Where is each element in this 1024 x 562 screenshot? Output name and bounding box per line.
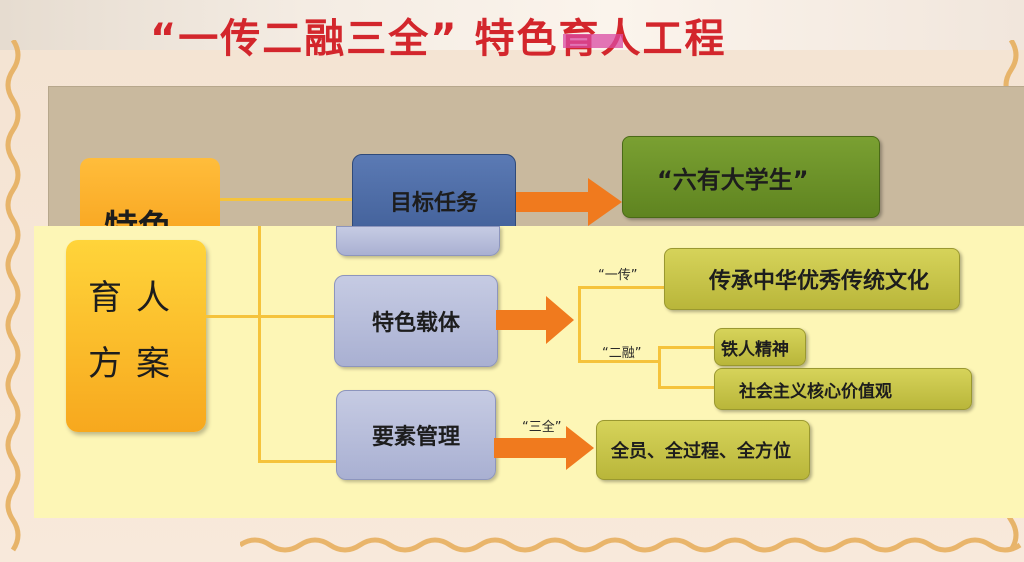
result-goal-label: “六有大学生”	[657, 165, 809, 194]
connector-goal	[220, 198, 352, 201]
main-block-line-2: 方案	[88, 344, 184, 384]
tag-rong: “二融”	[602, 346, 642, 361]
result-quan: 全员、全过程、全方位	[596, 420, 810, 480]
bottom-wave-icon	[240, 537, 1022, 553]
left-decorative-border	[0, 40, 26, 560]
category-goal-label: 目标任务	[389, 191, 478, 216]
category-carrier: 特色载体	[334, 275, 498, 367]
result-chuan: 传承中华优秀传统文化	[664, 248, 960, 310]
arrow-right-icon	[516, 178, 622, 226]
title-stamp-mark	[563, 34, 623, 48]
tag-chuan: “一传”	[598, 268, 638, 283]
main-connector	[206, 315, 258, 318]
result-rong-2-label: 社会主义核心价值观	[739, 381, 892, 402]
top-banner-band	[0, 0, 1024, 50]
page-title: “一传二融三全” 特色育人工程	[150, 16, 727, 62]
result-chuan-label: 传承中华优秀传统文化	[709, 269, 930, 294]
connector-carrier	[258, 315, 336, 318]
main-block	[66, 240, 206, 432]
result-quan-label: 全员、全过程、全方位	[611, 441, 791, 462]
category-carrier-label: 特色载体	[371, 311, 460, 336]
connector-management	[258, 460, 336, 463]
result-rong-2: 社会主义核心价值观	[714, 368, 972, 410]
category-management-label: 要素管理	[371, 425, 460, 450]
category-management: 要素管理	[336, 390, 496, 480]
connector-rong	[578, 360, 658, 363]
arrow-right-icon	[496, 296, 574, 344]
connector-rong-2	[658, 386, 714, 389]
main-block-line-1: 育人	[88, 278, 184, 318]
arrow-right-icon	[494, 426, 594, 470]
left-wave-icon	[5, 40, 21, 552]
trunk-connector	[258, 226, 261, 462]
connector-rong-1	[658, 346, 714, 349]
result-rong-1: 铁人精神	[714, 328, 806, 366]
rong-branch-connector	[658, 346, 661, 388]
tag-quan: “三全”	[522, 420, 562, 435]
connector-chuan	[578, 286, 664, 289]
result-rong-1-label: 铁人精神	[721, 339, 789, 360]
category-goal-lower-edge	[336, 226, 500, 256]
result-goal: “六有大学生”	[622, 136, 880, 218]
branch-connector	[578, 286, 581, 362]
